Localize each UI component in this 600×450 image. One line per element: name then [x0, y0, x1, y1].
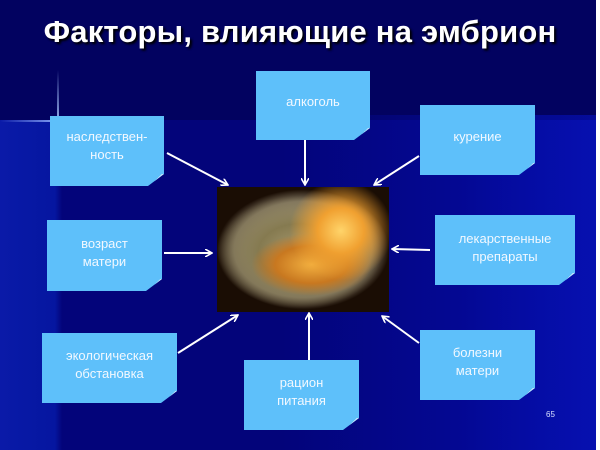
embryo-image [217, 187, 389, 312]
factor-box-alcohol: алкоголь [256, 71, 370, 140]
factor-label-line: лекарственные [458, 231, 552, 246]
factor-box-smoking: курение [420, 105, 535, 175]
decorative-glow-line-horizontal [0, 120, 58, 122]
factor-label-line: матери [455, 363, 500, 378]
factor-box-ecology: экологическая обстановка [42, 333, 177, 403]
factor-box-medications: лекарственные препараты [435, 215, 575, 285]
factor-label-line: наследствен- [66, 129, 148, 144]
factor-label-line: алкоголь [286, 94, 340, 109]
factor-label-line: экологическая [65, 348, 154, 363]
factor-label-line: ность [90, 147, 124, 162]
factor-label-line: питания [277, 393, 326, 408]
slide-right-edge [596, 0, 600, 450]
factor-box-mother-diseases: болезни матери [420, 330, 535, 400]
factor-box-heredity: наследствен- ность [50, 116, 164, 186]
factor-label-line: курение [453, 129, 502, 144]
slide-page-number: 65 [546, 410, 555, 419]
factor-label-line: рацион [279, 375, 324, 390]
factor-box-nutrition: рацион питания [244, 360, 359, 430]
factor-label-line: возраст [81, 236, 128, 251]
factor-label-line: болезни [452, 345, 503, 360]
factor-label-line: обстановка [75, 366, 144, 381]
factor-box-mother-age: возраст матери [47, 220, 162, 291]
decorative-glow-line-vertical [57, 70, 59, 122]
factor-label-line: матери [82, 254, 127, 269]
slide-title: Факторы, влияющие на эмбрион [43, 14, 557, 49]
factor-label-line: препараты [472, 249, 538, 264]
